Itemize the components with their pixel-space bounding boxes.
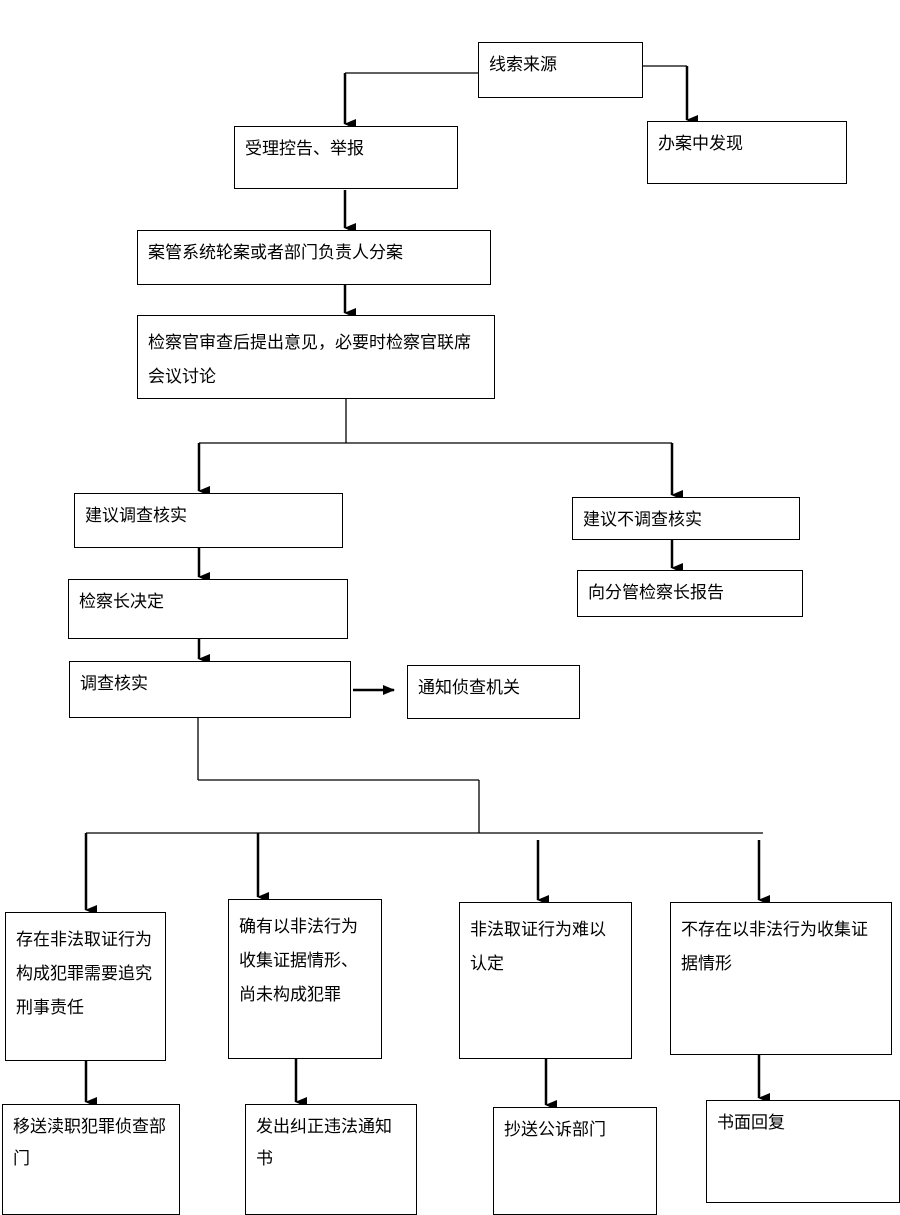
node-report-deputy: 向分管检察长报告 [577, 570, 803, 617]
node-investigate: 调查核实 [69, 661, 351, 718]
node-found: 办案中发现 [647, 121, 847, 184]
node-result4: 书面回复 [706, 1100, 900, 1203]
node-assign: 案管系统轮案或者部门负责人分案 [137, 230, 491, 285]
node-notify: 通知侦查机关 [407, 665, 580, 719]
node-case1: 存在非法取证行为构成犯罪需要追究刑事责任 [5, 912, 166, 1061]
node-source: 线索来源 [478, 42, 643, 98]
node-result3: 抄送公诉部门 [493, 1107, 657, 1215]
node-accept: 受理控告、举报 [234, 126, 458, 189]
node-result1: 移送渎职犯罪侦查部门 [2, 1104, 180, 1215]
node-case4: 不存在以非法行为收集证据情形 [670, 902, 892, 1055]
node-suggest-not: 建议不调查核实 [572, 497, 800, 540]
node-suggest-investigate: 建议调查核实 [74, 493, 343, 548]
node-result2: 发出纠正违法通知书 [245, 1104, 417, 1215]
node-chief-decide: 检察长决定 [68, 579, 348, 639]
node-case3: 非法取证行为难以认定 [459, 902, 632, 1059]
node-case2: 确有以非法行为收集证据情形、尚未构成犯罪 [228, 899, 382, 1059]
node-review: 检察官审查后提出意见，必要时检察官联席会议讨论 [137, 315, 495, 399]
